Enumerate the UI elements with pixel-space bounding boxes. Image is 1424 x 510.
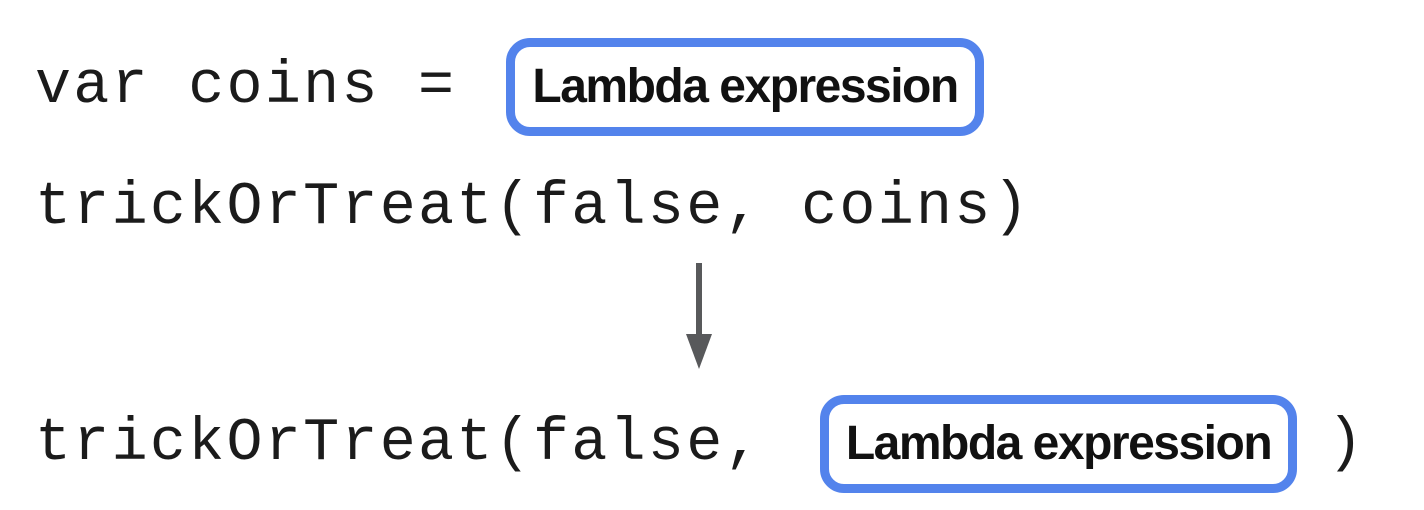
lambda-expression-label: Lambda expression: [532, 60, 959, 113]
result-call-line: trickOrTreat(false, Lambda expression ): [35, 395, 1365, 493]
lambda-expression-box-assignment: Lambda expression: [506, 38, 984, 136]
result-call-code-before: trickOrTreat(false,: [35, 410, 763, 478]
lambda-expression-label: Lambda expression: [845, 417, 1273, 470]
result-call-code-after: ): [1327, 410, 1366, 478]
function-call-line: trickOrTreat(false, coins): [35, 170, 1031, 246]
assignment-line: var coins = Lambda expression: [35, 38, 984, 136]
assignment-code: var coins =: [35, 53, 457, 121]
lambda-expression-box-argument: Lambda expression: [819, 395, 1298, 493]
substitution-arrow: [683, 263, 715, 369]
function-call-code: trickOrTreat(false, coins): [35, 174, 1031, 242]
down-arrow-icon: [686, 263, 712, 369]
